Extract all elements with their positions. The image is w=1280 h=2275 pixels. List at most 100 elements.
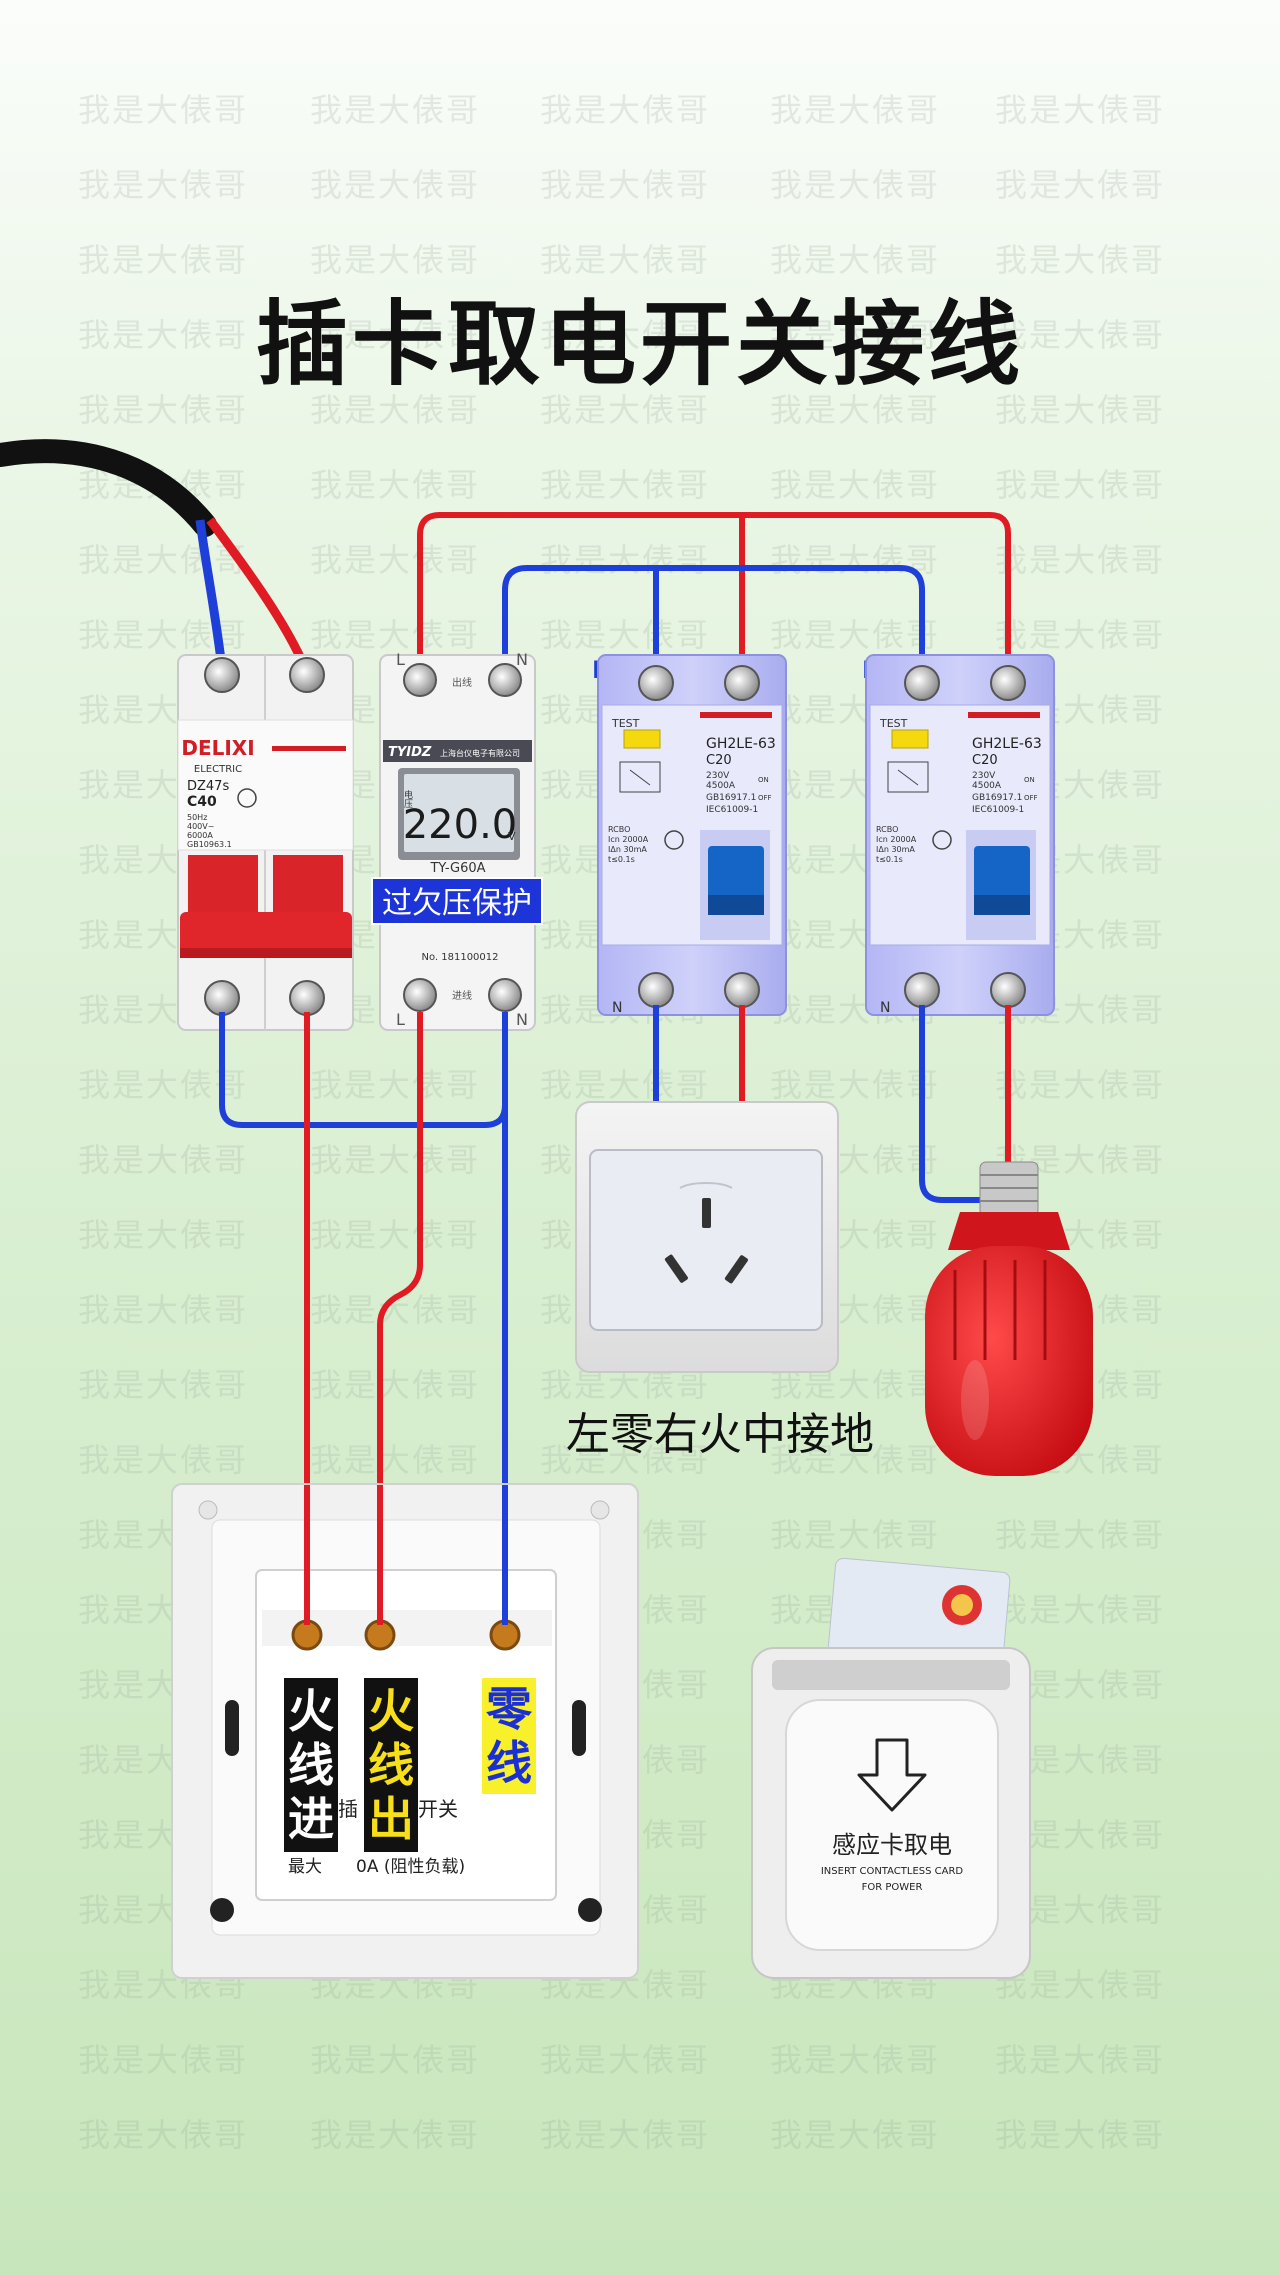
live-in-label: 火线进: [284, 1678, 338, 1852]
protector-label: 过欠压保护: [382, 886, 532, 921]
rcbo-on: ON: [758, 776, 769, 784]
live-out-label: 火线出: [364, 1678, 418, 1852]
rcbo-bottom-n: N: [612, 1000, 622, 1016]
terminal-screw: [289, 657, 325, 693]
protector-top-L: L: [396, 650, 405, 669]
rcbo-spec2: RCBO: [608, 825, 630, 834]
rcbo-on: ON: [1024, 776, 1035, 784]
rcbo-model: GH2LE-63: [706, 736, 776, 752]
breaker-brand: DELIXI: [181, 736, 254, 760]
diagram-title: 插卡取电开关接线: [255, 291, 1024, 398]
terminal-screw: [204, 657, 240, 693]
rcbo-handle: [974, 846, 1030, 910]
rcbo-spec2: IΔn 30mA: [608, 845, 647, 854]
card-switch-label-en: FOR POWER: [862, 1882, 923, 1893]
rcbo-test: TEST: [611, 717, 640, 730]
rcbo-test: TEST: [879, 717, 908, 730]
rcbo-rating: C20: [706, 753, 732, 768]
rcbo-test-button: [891, 729, 929, 749]
socket-neutral-slot: [664, 1254, 688, 1283]
wall-socket: [575, 1101, 839, 1373]
voltage-protector: L N 出线 TYIDZ 上海台仪电子有限公司 电压 220.0 V TY-G6…: [371, 650, 543, 1031]
rcbo-rating: C20: [972, 753, 998, 768]
rcbo-spec: 4500A: [972, 781, 1002, 791]
rcbo-spec2: RCBO: [876, 825, 898, 834]
terminal-screw: [990, 665, 1026, 701]
incoming-cable: [0, 439, 310, 670]
rcbo-spec2: t≤0.1s: [876, 855, 903, 864]
wire-bulb: [919, 1005, 1011, 1203]
rcbo-spec: 230V: [972, 771, 996, 781]
rcbo-light: N TEST GH2LE-63 C20 230V 4500A GB16917.1…: [862, 654, 1055, 1016]
protector-maker: 上海台仪电子有限公司: [440, 748, 520, 758]
protector-serial: No. 181100012: [421, 952, 498, 963]
rcbo-spec: IEC61009-1: [706, 805, 758, 815]
rcbo-spec2: t≤0.1s: [608, 855, 635, 864]
protector-bottom-N: N: [516, 1010, 528, 1029]
main-breaker: DELIXI ELECTRIC DZ47s C40 50Hz 400V~ 600…: [177, 654, 354, 1031]
protector-model: TY-G60A: [429, 861, 485, 876]
rcbo-spec: GB16917.1: [706, 793, 756, 803]
socket-live-slot: [724, 1255, 748, 1284]
card-switch-label-en: INSERT CONTACTLESS CARD: [821, 1866, 964, 1877]
rcbo-off: OFF: [758, 794, 772, 802]
insert-arrow-icon: [857, 1738, 927, 1812]
wire-live-top: [417, 512, 1011, 675]
protector-label-badge: [371, 877, 543, 925]
voltage-readout: 220.0: [403, 802, 518, 848]
breaker-spec: GB10963.1: [187, 840, 232, 849]
breaker-spec: 6000A: [187, 831, 213, 840]
rcbo-spec: 230V: [706, 771, 730, 781]
rcbo-handle: [708, 846, 764, 910]
light-bulb: [925, 1161, 1093, 1476]
protector-top-caption: 出线: [452, 676, 472, 689]
breaker-sub: ELECTRIC: [194, 764, 242, 775]
protector-bottom-L: L: [396, 1010, 405, 1029]
protector-side-text: 电压: [402, 789, 413, 809]
terminal-screw: [724, 665, 760, 701]
terminal-screw: [638, 972, 674, 1008]
switch-terminal: [364, 1619, 396, 1651]
terminal-screw: [904, 665, 940, 701]
terminal-screw: [904, 972, 940, 1008]
switch-terminal: [489, 1619, 521, 1651]
voltage-unit: V: [508, 830, 516, 843]
wire-live-out: [377, 1012, 423, 1630]
breaker-model: DZ47s: [187, 779, 229, 794]
rcbo-test-button: [623, 729, 661, 749]
rcbo-spec2: IΔn 30mA: [876, 845, 915, 854]
switch-terminal: [291, 1619, 323, 1651]
card-switch-label: 感应卡取电: [832, 1831, 952, 1859]
terminal-screw: [204, 980, 240, 1016]
terminal-screw: [289, 980, 325, 1016]
breaker-spec: 50Hz: [187, 813, 207, 822]
terminal-screw: [403, 663, 437, 697]
rcbo-spec: GB16917.1: [972, 793, 1022, 803]
protector-top-N: N: [516, 650, 528, 669]
switch-plate-text: 最大 0A (阻性负载): [288, 1857, 465, 1877]
wire-ends: [304, 1485, 508, 1625]
breaker-rating: C40: [187, 794, 217, 810]
terminal-screw: [638, 665, 674, 701]
rcbo-bottom-n: N: [880, 1000, 890, 1016]
wire-socket: [653, 1005, 745, 1110]
rcbo-off: OFF: [1024, 794, 1038, 802]
protector-bottom-caption: 进线: [452, 989, 472, 1002]
terminal-screw: [488, 663, 522, 697]
terminal-screw: [403, 978, 437, 1012]
socket-caption: 左零右火中接地: [566, 1409, 874, 1460]
rcbo-spec2: Icn 2000A: [608, 835, 649, 844]
rcbo-spec: 4500A: [706, 781, 736, 791]
rcbo-model: GH2LE-63: [972, 736, 1042, 752]
terminal-screw: [488, 978, 522, 1012]
socket-earth-slot: [702, 1198, 711, 1228]
terminal-screw: [724, 972, 760, 1008]
neutral-label: 零线: [482, 1678, 536, 1794]
card-switch-front: 中华 居民 感应卡取电 INSERT CONTACTLESS CARD FOR …: [751, 1557, 1031, 1979]
terminal-screw: [990, 972, 1026, 1008]
rcbo-socket: N TEST GH2LE-63 C20 230V 4500A GB16917.1…: [592, 654, 787, 1016]
rcbo-spec2: Icn 2000A: [876, 835, 917, 844]
rcbo-spec: IEC61009-1: [972, 805, 1024, 815]
protector-brand: TYIDZ: [388, 745, 432, 760]
